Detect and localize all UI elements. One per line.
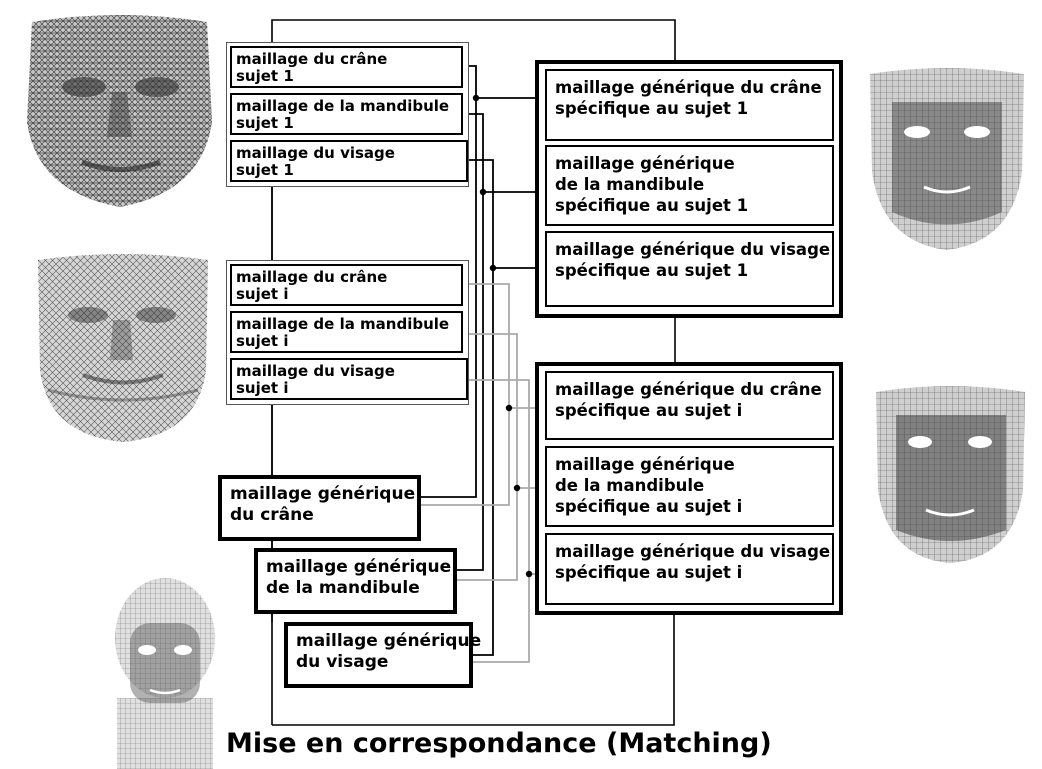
generic-face-mesh: maillage générique du visage: [284, 622, 482, 688]
source-label-line1: maillage de la mandibule: [236, 97, 450, 115]
source-label-line1: maillage du crâne: [236, 268, 388, 286]
figure-caption: Mise en correspondance (Matching): [226, 728, 772, 759]
scanned-face-subject-i-image: [38, 254, 208, 442]
target-label-line: spécifique au sujet 1: [555, 99, 749, 118]
target-label-line: maillage générique du crâne: [555, 380, 822, 399]
generic-label-line1: maillage générique: [296, 631, 482, 651]
target-label-line: spécifique au sujet 1: [555, 261, 749, 280]
target-skull-mesh-subject-i: maillage générique du crâne spécifique a…: [545, 371, 834, 440]
source-label-line2: sujet i: [236, 379, 289, 397]
generic-head-model-image: [115, 578, 215, 769]
target-label-line: maillage générique du visage: [555, 542, 831, 561]
target-label-line: maillage générique: [555, 455, 735, 474]
generic-label-line2: du visage: [296, 652, 389, 672]
source-label-line2: sujet 1: [236, 67, 294, 85]
source-skull-mesh-subject-i: maillage du crâne sujet i: [230, 264, 463, 306]
generic-label-line2: du crâne: [230, 505, 314, 525]
source-mandible-mesh-subject-i: maillage de la mandibule sujet i: [230, 311, 463, 353]
target-face-mesh-subject-i: maillage générique du visage spécifique …: [545, 533, 834, 605]
source-label-line1: maillage de la mandibule: [236, 315, 450, 333]
generic-mandible-mesh: maillage générique de la mandibule: [254, 548, 457, 614]
source-label-line2: sujet 1: [236, 161, 294, 179]
generic-face-subject-1-image: [870, 68, 1024, 250]
source-label-line1: maillage du visage: [236, 362, 395, 380]
target-label-line: spécifique au sujet i: [555, 497, 743, 516]
target-label-line: spécifique au sujet 1: [555, 196, 749, 215]
target-face-mesh-subject-1: maillage générique du visage spécifique …: [545, 231, 834, 307]
target-label-line: maillage générique: [555, 154, 735, 173]
source-face-mesh-subject-1: maillage du visage sujet 1: [230, 140, 468, 182]
subject-i-routes: [421, 283, 545, 663]
target-mandible-mesh-subject-i: maillage générique de la mandibule spéci…: [545, 446, 834, 527]
target-skull-mesh-subject-1: maillage générique du crâne spécifique a…: [545, 69, 834, 141]
target-mandible-mesh-subject-1: maillage générique de la mandibule spéci…: [545, 145, 834, 226]
generic-label-line2: de la mandibule: [266, 578, 420, 598]
scanned-face-subject-1-image: [27, 15, 212, 207]
source-mandible-mesh-subject-1: maillage de la mandibule sujet 1: [230, 93, 463, 135]
source-label-line2: sujet i: [236, 285, 289, 303]
source-face-mesh-subject-i: maillage du visage sujet i: [230, 358, 468, 400]
generic-label-line1: maillage générique: [230, 484, 416, 504]
source-skull-mesh-subject-1: maillage du crâne sujet 1: [230, 46, 463, 88]
source-label-line2: sujet 1: [236, 114, 294, 132]
generic-face-subject-i-image: [876, 386, 1025, 563]
target-label-line: de la mandibule: [555, 175, 705, 194]
target-label-line: maillage générique du crâne: [555, 78, 822, 97]
target-label-line: maillage générique du visage: [555, 240, 831, 259]
generic-label-line1: maillage générique: [266, 557, 452, 577]
target-label-line: spécifique au sujet i: [555, 401, 743, 420]
target-label-line: de la mandibule: [555, 476, 705, 495]
junction-dots: [472, 94, 533, 578]
source-label-line1: maillage du crâne: [236, 50, 388, 68]
target-label-line: spécifique au sujet i: [555, 563, 743, 582]
source-label-line1: maillage du visage: [236, 144, 395, 162]
generic-skull-mesh: maillage générique du crâne: [218, 475, 421, 541]
source-label-line2: sujet i: [236, 332, 289, 350]
